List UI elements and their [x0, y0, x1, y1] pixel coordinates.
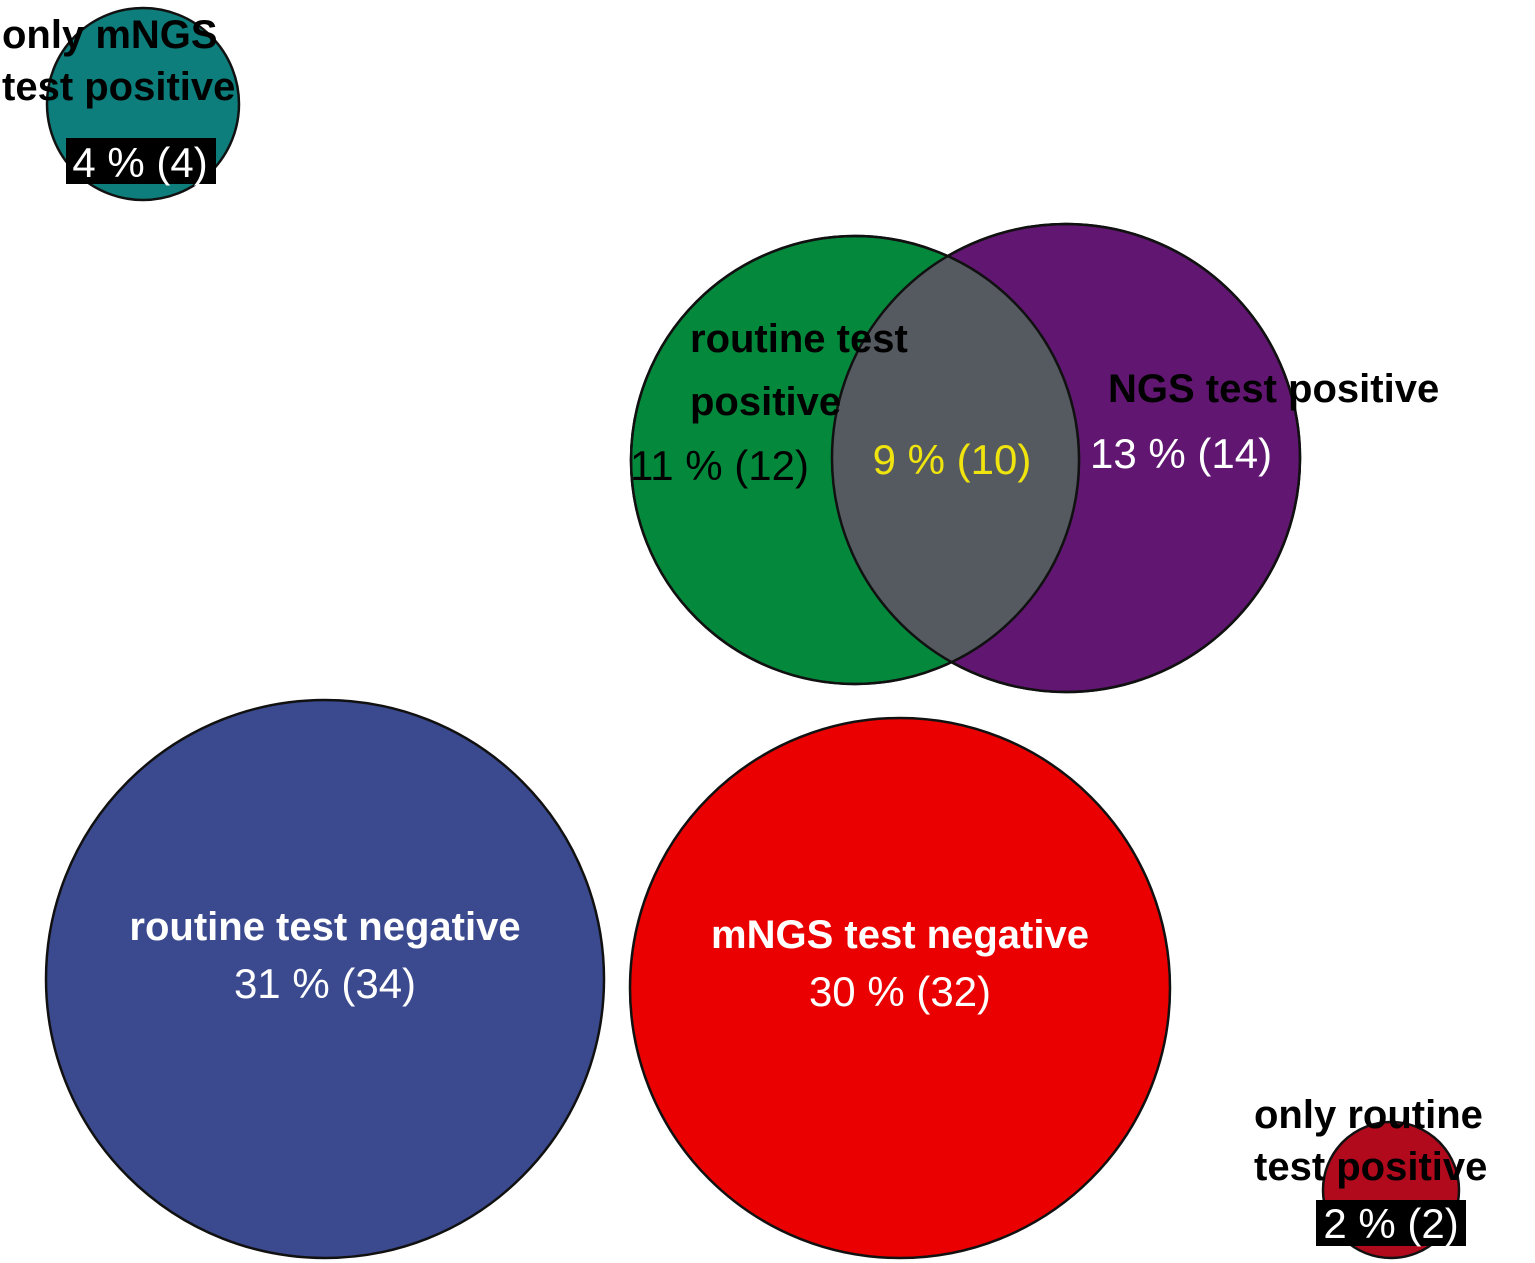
ngs-positive-label: NGS test positive — [1108, 367, 1439, 411]
only-routine-label-line2: test positive — [1254, 1145, 1487, 1189]
only-mngs-value-box — [66, 138, 216, 184]
routine-negative-circle — [44, 698, 606, 1260]
only-mngs-label-line2: test positive — [2, 65, 235, 109]
routine-positive-outline — [629, 234, 1081, 686]
overlap-region — [832, 236, 1079, 684]
mngs-negative-group: mNGS test negative 30 % (32) — [628, 716, 1172, 1260]
routine-negative-group: routine test negative 31 % (34) — [44, 698, 606, 1260]
routine-negative-value: 31 % (34) — [234, 960, 416, 1007]
only-mngs-value: 4 % (4) — [72, 139, 207, 186]
routine-positive-value: 11 % (12) — [630, 442, 809, 489]
only-mngs-group: 4 % (4) only mNGS test positive — [2, 6, 241, 202]
routine-negative-label: routine test negative — [129, 905, 520, 949]
only-routine-group: 2 % (2) only routine test positive — [1254, 1093, 1487, 1260]
ngs-positive-value: 13 % (14) — [1090, 430, 1272, 477]
only-routine-value: 2 % (2) — [1323, 1200, 1458, 1247]
only-routine-label-line1: only routine — [1254, 1093, 1483, 1137]
venn-positive-group: routine test positive 11 % (12) 9 % (10)… — [629, 222, 1439, 694]
ngs-positive-outline — [830, 222, 1302, 694]
routine-positive-label-line2: positive — [690, 380, 841, 424]
mngs-negative-label: mNGS test negative — [711, 913, 1089, 957]
overlap-value: 9 % (10) — [873, 436, 1032, 483]
only-routine-value-box — [1316, 1200, 1466, 1246]
only-mngs-label-line1: only mNGS — [2, 13, 218, 57]
mngs-negative-value: 30 % (32) — [809, 968, 991, 1015]
mngs-negative-circle — [628, 716, 1172, 1260]
routine-positive-label-line1: routine test — [690, 317, 908, 361]
